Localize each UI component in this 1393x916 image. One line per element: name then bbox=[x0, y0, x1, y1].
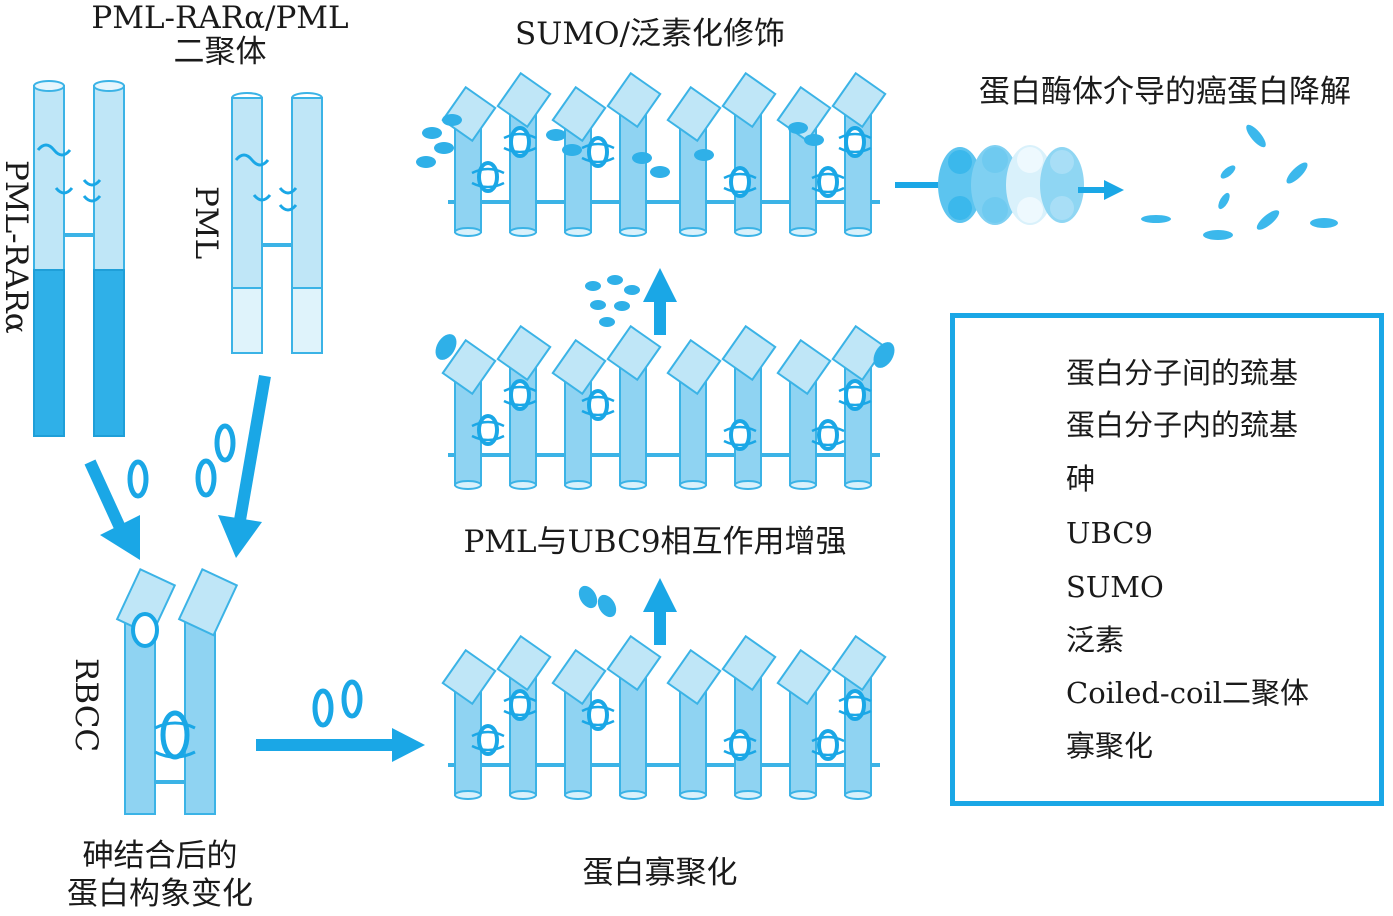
oligomer-top bbox=[416, 71, 887, 237]
oligomer-cap bbox=[606, 71, 662, 129]
pml-rara-dimer bbox=[33, 80, 125, 437]
oligomer-cap bbox=[551, 338, 607, 396]
oligomer-cap bbox=[721, 634, 777, 692]
arsenic-molecules-middle bbox=[312, 679, 363, 728]
arrow-from-proteasome bbox=[1078, 180, 1124, 200]
legend-label-intermolecular-thiol: 蛋白分子间的巯基 bbox=[1066, 356, 1299, 390]
pml-rara-vertical-label: PML-RARα bbox=[0, 160, 34, 334]
oligomer-cap bbox=[831, 634, 887, 692]
oligomer-cap bbox=[831, 324, 887, 382]
sumo-modification-label: SUMO/泛素化修饰 bbox=[515, 16, 785, 52]
oligomer-cap bbox=[721, 71, 777, 129]
arrow-to-rbcc-right bbox=[218, 374, 271, 558]
oligomer-cap bbox=[666, 648, 722, 706]
sumo-cluster bbox=[585, 275, 640, 327]
ubc9-interaction-label: PML与UBC9相互作用增强 bbox=[463, 524, 847, 560]
sumo-tag bbox=[434, 142, 454, 154]
oligomer-cap bbox=[606, 634, 662, 692]
sumo-tag bbox=[422, 127, 442, 139]
sumo-tag bbox=[804, 134, 824, 146]
sumo-tag bbox=[546, 129, 566, 141]
oligomer-cap bbox=[551, 85, 607, 143]
sumo-tag bbox=[788, 122, 808, 134]
oligomer-cap bbox=[666, 85, 722, 143]
conf-change-line2: 蛋白构象变化 bbox=[67, 876, 253, 912]
oligomer-cap bbox=[441, 85, 497, 143]
legend-label-arsenic: 砷 bbox=[1066, 462, 1096, 496]
oligomer-cap bbox=[606, 324, 662, 382]
dimer-title-line2: 二聚体 bbox=[173, 34, 267, 70]
oligomer-cap bbox=[831, 71, 887, 129]
legend-label-intramolecular-thiol: 蛋白分子内的巯基 bbox=[1066, 408, 1299, 442]
legend-label-oligomerization: 寡聚化 bbox=[1066, 729, 1154, 763]
arrow-up-lower bbox=[643, 578, 677, 645]
conf-change-line1: 砷结合后的 bbox=[82, 838, 238, 874]
degraded-fragments bbox=[1141, 124, 1338, 240]
oligomer-cap bbox=[776, 648, 832, 706]
arrow-up-upper bbox=[643, 268, 677, 335]
ubc9-molecules bbox=[578, 585, 617, 618]
oligomerization-label: 蛋白寡聚化 bbox=[582, 855, 738, 891]
oligomer-cap bbox=[721, 324, 777, 382]
oligomer-cap bbox=[776, 338, 832, 396]
oligomer-cap bbox=[441, 648, 497, 706]
sumo-tag bbox=[650, 166, 670, 178]
rbcc-structure bbox=[115, 567, 239, 815]
oligomer-middle bbox=[435, 324, 895, 490]
legend-label-coiled-coil: Coiled-coil二聚体 bbox=[1066, 676, 1309, 710]
arrow-to-oligomer bbox=[256, 728, 425, 762]
sumo-tag bbox=[562, 144, 582, 156]
oligomer-cap bbox=[551, 648, 607, 706]
oligomer-cap bbox=[441, 338, 497, 396]
sumo-tag bbox=[632, 152, 652, 164]
arrow-to-rbcc-left bbox=[84, 459, 140, 560]
proteasome bbox=[938, 145, 1084, 225]
degradation-label: 蛋白酶体介导的癌蛋白降解 bbox=[979, 74, 1351, 110]
arsenic-molecules-top bbox=[127, 423, 236, 499]
oligomer-bottom bbox=[441, 634, 887, 800]
pml-dimer bbox=[231, 92, 323, 354]
ubc9-molecule bbox=[873, 342, 895, 368]
oligomer-cap bbox=[496, 634, 552, 692]
oligomer-cap bbox=[666, 338, 722, 396]
dimer-title-line1: PML-RARα/PML bbox=[91, 0, 349, 36]
sumo-tag bbox=[416, 156, 436, 168]
oligomer-cap bbox=[496, 324, 552, 382]
sumo-tag bbox=[694, 149, 714, 161]
oligomer-cap bbox=[496, 71, 552, 129]
legend-label-sumo: SUMO bbox=[1066, 570, 1164, 604]
legend-label-ubc9: UBC9 bbox=[1066, 516, 1153, 550]
sumo-tag bbox=[442, 114, 462, 126]
pml-vertical-label: PML bbox=[188, 186, 224, 260]
legend bbox=[950, 313, 1384, 806]
rbcc-vertical-label: RBCC bbox=[68, 658, 104, 753]
legend-label-ubiquitin: 泛素 bbox=[1066, 623, 1125, 657]
ubc9-molecule bbox=[435, 334, 457, 360]
